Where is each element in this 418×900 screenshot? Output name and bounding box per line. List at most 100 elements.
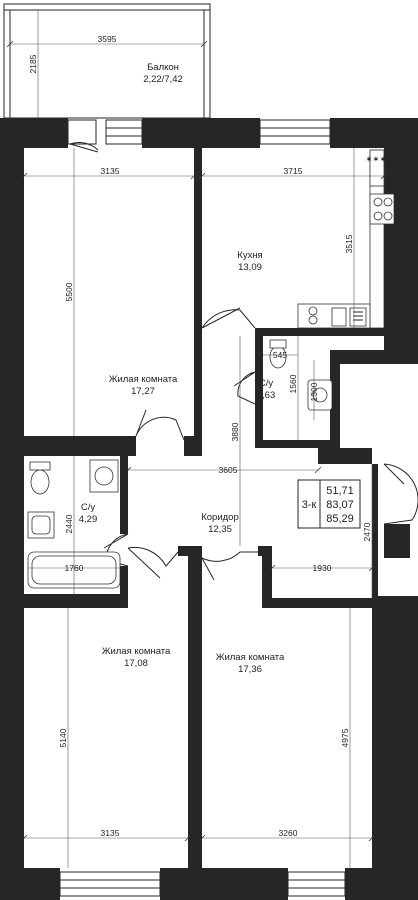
room-bath-large-name: С/у <box>81 502 96 513</box>
summary-box <box>297 479 361 529</box>
dim-bath-large-length: 2440 <box>64 514 74 533</box>
wall-right-upper <box>384 118 418 358</box>
summary-total-area: 83,07 <box>326 499 354 511</box>
walls <box>0 118 418 900</box>
kitchen-sink-basin <box>349 307 367 327</box>
room-living2-area: 17,08 <box>124 658 148 669</box>
sink-large-bowl <box>31 515 51 535</box>
dim-balcony-width: 3595 <box>98 34 117 44</box>
wall-living2-right <box>188 548 202 868</box>
dim-bath-large-tub: 1760 <box>65 563 84 573</box>
dim-living1-length: 5500 <box>64 282 74 301</box>
room-bath-large-area: 4,29 <box>79 514 98 525</box>
window-kitchen <box>259 119 331 145</box>
wall-living2-top <box>24 594 128 608</box>
room-bath-small-area: 1,63 <box>257 390 276 401</box>
wall-living1-bottom-b <box>184 436 202 456</box>
dim-living2-width: 3135 <box>101 828 120 838</box>
room-living1-area: 17,27 <box>131 386 155 397</box>
wall-bottom-mid <box>160 868 288 900</box>
dim-bath-small-inner: 1300 <box>309 382 319 401</box>
room-labels: Балкон 2,22/7,42 Кухня 13,09 Жилая комна… <box>79 62 285 675</box>
wall-living1-bottom-a <box>24 436 136 456</box>
room-living3-name: Жилая комната <box>216 652 285 663</box>
dim-hall-length: 2470 <box>362 522 372 541</box>
dim-living3-length: 4975 <box>340 728 350 747</box>
dim-living3-width: 3260 <box>279 828 298 838</box>
burner-1 <box>373 197 383 207</box>
kitchen-stove-hood <box>369 149 385 187</box>
wall-corridor-stub <box>178 546 202 556</box>
wall-living3-top-c <box>262 598 378 608</box>
wall-living3-top-b <box>262 546 272 608</box>
wall-entrance-block <box>318 448 372 464</box>
dim-corridor-length: 3880 <box>230 422 240 441</box>
dim-bath-small-width: 545 <box>273 350 287 360</box>
room-living2-name: Жилая комната <box>102 646 171 657</box>
room-kitchen-name: Кухня <box>237 250 262 261</box>
dim-kitchen-length: 3515 <box>344 234 354 253</box>
sink-small-bowl <box>312 387 328 403</box>
wall-entry-right <box>384 524 410 558</box>
wall-bath-large-right-low <box>120 566 128 594</box>
summary-total-with-balcony: 85,29 <box>326 513 354 525</box>
windows <box>59 119 346 897</box>
door-living3 <box>201 551 258 581</box>
dim-corridor-width: 3605 <box>219 465 238 475</box>
window-living3 <box>287 871 346 897</box>
room-bath-small-name: С/у <box>259 378 274 389</box>
stove-marks: ✶✶✶ <box>365 154 386 164</box>
wall-living1-kitchen <box>194 148 202 438</box>
wall-top-mid <box>142 118 260 148</box>
room-balcony-name: Балкон <box>147 62 179 73</box>
burner-4 <box>383 211 393 221</box>
washer-drum-a <box>308 306 318 316</box>
balcony <box>3 3 211 119</box>
area-summary: 3-к 51,71 83,07 85,29 <box>297 479 361 529</box>
dimension-lines <box>6 10 388 868</box>
dim-living1-width: 3135 <box>101 166 120 176</box>
window-living1 <box>105 119 143 145</box>
door-living2 <box>127 546 179 579</box>
dimension-labels: 3595 2185 3135 5500 3715 3515 545 1560 1… <box>28 34 372 838</box>
dim-balcony-depth: 2185 <box>28 54 38 73</box>
wall-bath-large-right <box>120 456 128 534</box>
wall-left <box>0 118 24 900</box>
door-balcony <box>69 142 99 153</box>
dim-living2-length: 5140 <box>58 728 68 747</box>
wall-bath-small-left <box>255 336 263 448</box>
doors <box>69 142 418 581</box>
dim-hall-width: 1930 <box>313 563 332 573</box>
window-living2 <box>59 871 161 897</box>
burner-2 <box>383 197 393 207</box>
door-bath-small <box>233 371 256 405</box>
toilet-small-tank <box>269 339 287 349</box>
window-balcony-door <box>67 119 97 145</box>
wall-right-notch <box>330 350 418 364</box>
room-kitchen-area: 13,09 <box>238 262 262 273</box>
washing-machine-drum <box>94 466 114 486</box>
wall-right-post <box>372 464 378 604</box>
dim-bath-small-length: 1560 <box>288 374 298 393</box>
toilet-large <box>30 469 50 495</box>
dim-kitchen-width: 3715 <box>284 166 303 176</box>
door-living1 <box>135 409 185 441</box>
room-balcony-area: 2,22/7,42 <box>143 74 183 85</box>
kitchen-sink <box>331 307 347 327</box>
washer-drum-b <box>308 315 318 325</box>
wall-bath-small-bottom <box>255 440 340 448</box>
burner-3 <box>373 211 383 221</box>
wall-bottom-left <box>0 868 60 900</box>
balcony-outline <box>3 3 211 119</box>
room-living1-name: Жилая комната <box>109 374 178 385</box>
room-corridor-area: 12,35 <box>208 524 232 535</box>
wall-right-mid <box>330 350 340 462</box>
door-kitchen <box>201 307 256 329</box>
room-living3-area: 17,36 <box>238 664 262 675</box>
summary-living-area: 51,71 <box>326 485 354 497</box>
wall-kitchen-bottom <box>255 328 384 336</box>
toilet-large-tank <box>29 461 51 471</box>
room-corridor-name: Коридор <box>201 512 239 523</box>
wall-bottom-right <box>345 868 418 900</box>
